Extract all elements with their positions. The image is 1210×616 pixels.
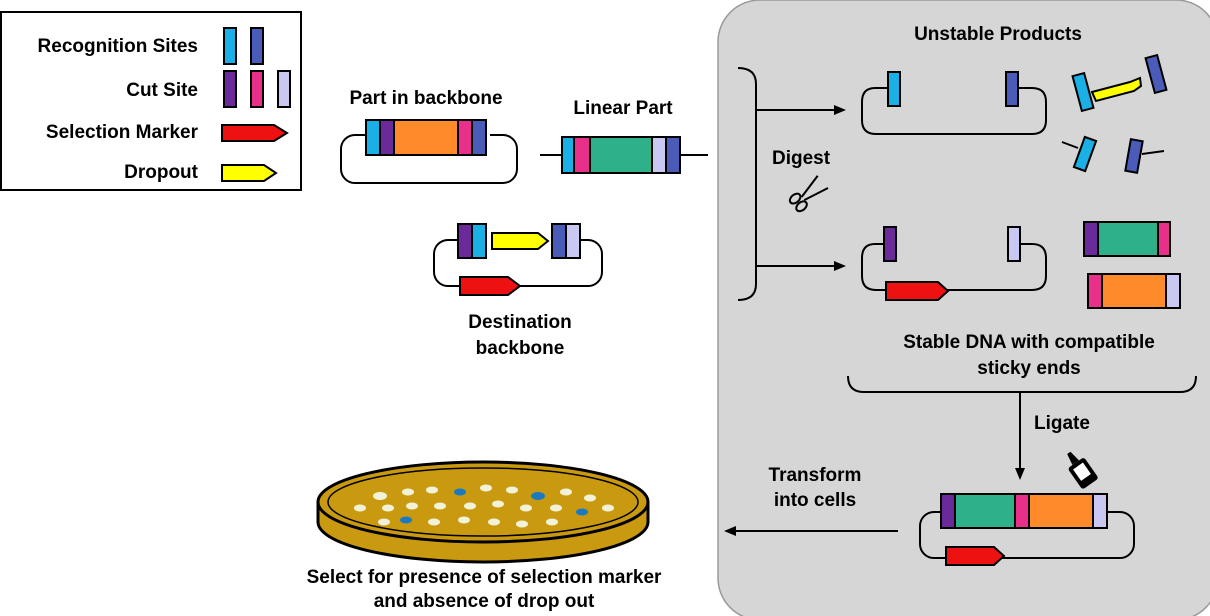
legend-cut-label: Cut Site [126,80,198,101]
unstable-dropout-fragment [1071,53,1168,113]
colonies [354,484,614,528]
stable-orange-insert [1087,273,1181,309]
legend-selection-marker-arrow [221,124,289,142]
unstable-stub-fragments [1061,135,1165,174]
destination-backbone-plasmid [433,223,603,296]
linear-part-label: Linear Part [573,98,673,119]
legend-recognition-label: Recognition Sites [37,36,198,57]
legend-recognition-swatches [223,27,264,65]
linear-part [540,136,708,174]
select-label-line2: and absence of drop out [373,591,595,612]
part-in-backbone-label: Part in backbone [349,88,503,109]
unstable-backbone [861,71,1047,135]
ligate-arrow [1015,392,1025,480]
stable-bracket [847,375,1197,393]
digest-bracket [737,67,846,301]
ligate-label: Ligate [1034,413,1090,434]
glue-bottle-icon [1067,451,1098,489]
stable-dna-label-line1: Stable DNA with compatible [903,332,1155,353]
petri-dish-icon [316,460,650,564]
transform-arrow [724,526,898,536]
select-label-line1: Select for presence of selection marker [306,567,662,588]
unstable-products-label: Unstable Products [914,24,1082,45]
legend-cut-swatches [223,70,291,108]
stable-dna-label-line2: sticky ends [977,358,1081,379]
digest-label: Digest [772,148,831,169]
legend-dropout-arrow [221,164,278,182]
stable-backbone [861,226,1047,301]
legend-selection-label: Selection Marker [45,122,198,143]
stable-teal-insert [1083,221,1171,257]
legend-dropout-label: Dropout [124,162,198,183]
scissors-icon [788,175,829,213]
destination-label-line2: backbone [475,338,565,359]
ligated-plasmid [919,493,1135,566]
transform-label-line2: into cells [773,490,857,511]
part-in-backbone-plasmid [340,119,518,184]
destination-label-line1: Destination [468,312,572,333]
transform-label-line1: Transform [768,465,862,486]
